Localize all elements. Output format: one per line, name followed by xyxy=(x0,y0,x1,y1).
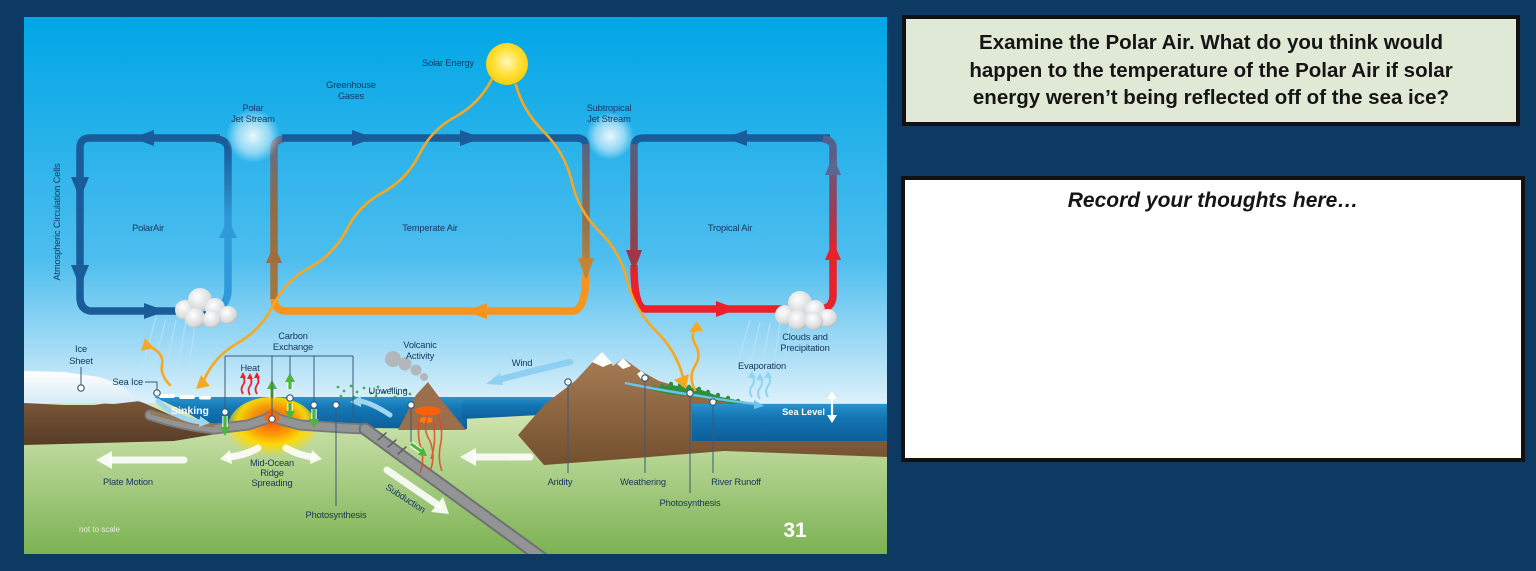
sea-level-indicator xyxy=(827,391,837,423)
tropical-air-label: Tropical Air xyxy=(708,223,752,233)
mid-ocean-label-1: Mid-Ocean xyxy=(250,458,294,468)
algae-patch xyxy=(336,384,412,399)
volcanic-activity-label-1: Volcanic xyxy=(403,340,437,350)
solar-rays xyxy=(147,77,700,392)
polar-cell-arrowheads xyxy=(71,130,237,319)
photosynthesis-ocean-label: Photosynthesis xyxy=(306,510,367,520)
atmospheric-cells-label: Atmospheric Circulation Cells xyxy=(52,163,62,281)
volcano xyxy=(385,351,466,474)
question-box: Examine the Polar Air. What do you think… xyxy=(902,15,1520,126)
polar-air-label: PolarAir xyxy=(132,223,164,233)
upwelling-arrow xyxy=(350,396,393,418)
question-line-3: energy weren’t being reflected off of th… xyxy=(972,86,1450,110)
evaporation-arrowheads xyxy=(748,371,772,380)
subduction-slab xyxy=(358,422,548,554)
scale-note: not to scale xyxy=(79,525,120,534)
evaporation-label: Evaporation xyxy=(738,361,786,371)
plate-motion-arrowheads xyxy=(96,448,476,514)
upwelling-label: Upwelling xyxy=(369,386,408,396)
sinking-label: Sinking xyxy=(171,405,209,417)
leader-lines xyxy=(80,355,714,506)
volcano-smoke xyxy=(385,351,428,381)
polar-jet-stream-bubble xyxy=(226,109,280,163)
sinking-arrow xyxy=(155,398,210,427)
tropical-cloud xyxy=(735,291,837,380)
polar-front-cloud xyxy=(141,288,237,380)
question-line-1: Examine the Polar Air. What do you think… xyxy=(979,30,1443,54)
sea-ice-label: Sea Ice xyxy=(113,377,143,387)
answer-box[interactable]: Record your thoughts here… xyxy=(901,176,1525,462)
carbon-exchange-label-1: Carbon xyxy=(278,331,308,341)
subtropical-jet-label-2: Jet Stream xyxy=(587,114,631,124)
subtropical-jet-stream-bubble xyxy=(586,112,634,160)
photosynthesis-land-label: Photosynthesis xyxy=(660,498,721,508)
subtropical-jet-label-1: Subtropical xyxy=(587,103,632,113)
polar-jet-label-2: Jet Stream xyxy=(231,114,275,124)
carbon-exchange-label-2: Exchange xyxy=(273,342,313,352)
earth-system-diagram: Solar Energy Greenhouse Gases Polar Jet … xyxy=(24,17,887,554)
solar-ray-arrowheads xyxy=(141,321,703,389)
volcanic-activity-label-2: Activity xyxy=(406,351,435,361)
callout-dots xyxy=(77,374,717,423)
river-runoff-label: River Runoff xyxy=(711,477,761,487)
river-runoff-stream xyxy=(624,381,764,409)
plate-motion-label: Plate Motion xyxy=(103,477,153,487)
left-continent xyxy=(24,399,234,445)
evaporation-arrows xyxy=(749,374,771,400)
heat-label: Heat xyxy=(240,363,260,373)
mid-ocean-label-3: Spreading xyxy=(251,478,292,488)
hadley-cell-arrowheads xyxy=(626,130,841,317)
mid-ocean-label-2: Ridge xyxy=(260,468,284,478)
wind-arrow xyxy=(486,358,574,385)
ferrel-cell-arrowheads xyxy=(266,130,594,319)
aridity-label: Aridity xyxy=(548,477,573,487)
answer-placeholder: Record your thoughts here… xyxy=(1067,189,1359,212)
plate-motion-arrows xyxy=(108,444,534,509)
clouds-precip-label-1: Clouds and xyxy=(782,332,828,342)
sea-level-label: Sea Level xyxy=(782,407,825,417)
sun-icon xyxy=(486,43,528,85)
heat-arrows xyxy=(240,375,260,396)
ice-sheet-label-1: Ice xyxy=(75,344,87,354)
ice-sheet-label-2: Sheet xyxy=(69,356,93,366)
question-line-2: happen to the temperature of the Polar A… xyxy=(969,58,1453,82)
polar-jet-label-1: Polar xyxy=(243,103,264,113)
weathering-label: Weathering xyxy=(620,477,666,487)
greenhouse-gases-label-2: Gases xyxy=(338,91,365,101)
wind-label: Wind xyxy=(512,358,533,368)
greenhouse-gases-label-1: Greenhouse xyxy=(326,80,376,90)
earth-system-diagram-svg: Solar Energy Greenhouse Gases Polar Jet … xyxy=(24,17,887,554)
temperate-air-label: Temperate Air xyxy=(402,223,457,233)
heat-arrowheads xyxy=(240,372,260,379)
ocean-right xyxy=(692,404,887,441)
snow-caps xyxy=(592,352,648,379)
solar-energy-label: Solar Energy xyxy=(422,58,474,68)
page-number: 31 xyxy=(783,519,807,542)
clouds-precip-label-2: Precipitation xyxy=(780,343,829,353)
sea-ice xyxy=(159,394,211,400)
